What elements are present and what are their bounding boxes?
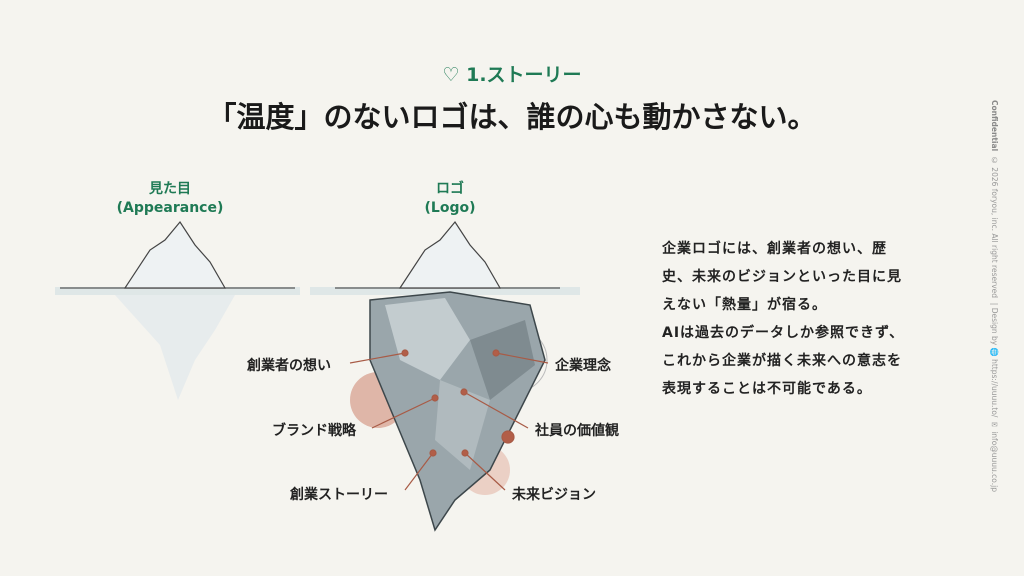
label-founder: 創業者の想い bbox=[247, 358, 331, 374]
label-values: 社員の価値観 bbox=[535, 423, 619, 439]
heart-icon: ♡ bbox=[442, 64, 460, 86]
section-heading: ♡ 1.ストーリー bbox=[442, 64, 582, 86]
label-philosophy: 企業理念 bbox=[555, 358, 611, 374]
water-left bbox=[55, 287, 300, 295]
iceberg-tip-left bbox=[123, 220, 227, 289]
iceberg-tip-right bbox=[398, 220, 502, 289]
page-title: 「温度」のないロゴは、誰の心も動かさない。 bbox=[207, 100, 817, 134]
footer-vertical: Confidential © 2026 foryou, inc. All rig… bbox=[990, 100, 999, 492]
label-brand: ブランド戦略 bbox=[272, 423, 356, 439]
iceberg-reflection bbox=[115, 295, 235, 400]
label-vision: 未来ビジョン bbox=[512, 487, 596, 503]
water-right bbox=[310, 287, 580, 295]
label-story: 創業ストーリー bbox=[290, 487, 388, 503]
appearance-caption: 見た目(Appearance) bbox=[116, 181, 224, 216]
description: 企業ロゴには、創業者の想い、歴史、未来のビジョンといった目に見えない「熱量」が宿… bbox=[662, 241, 905, 397]
logo-caption: ロゴ(Logo) bbox=[424, 181, 476, 216]
